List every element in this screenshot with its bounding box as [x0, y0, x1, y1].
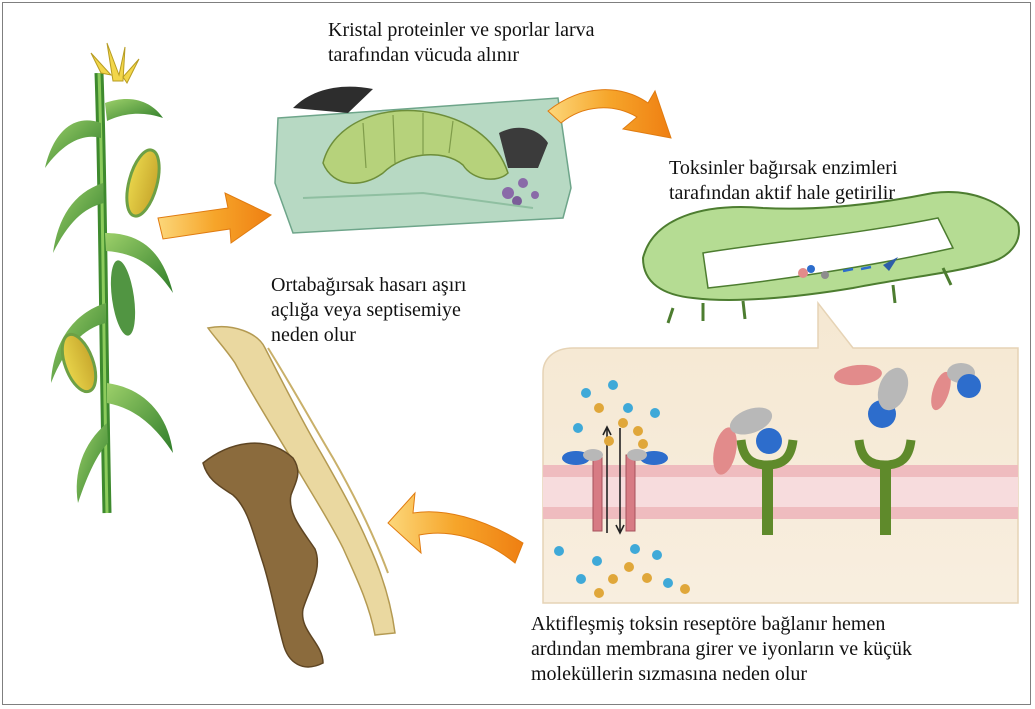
caption-midgut-damage: Ortabağırsak hasarı aşırı açlığa veya se… — [271, 273, 466, 348]
damaged-midgut-illustration — [203, 327, 395, 667]
caption-activation-line2: tarafından aktif hale getirilir — [669, 181, 898, 206]
caption-receptor-binding-line2: ardından membrana girer ve iyonların ve … — [531, 637, 912, 662]
larva-eating-illustration — [275, 87, 571, 233]
bt-toxin-diagram — [3, 3, 1032, 706]
caption-activation: Toksinler bağırsak enzimleri tarafından … — [669, 156, 898, 206]
caption-receptor-binding-line1: Aktifleşmiş toksin reseptöre bağlanır he… — [531, 612, 912, 637]
caption-ingestion-line2: tarafından vücuda alınır — [328, 43, 595, 68]
caption-activation-line1: Toksinler bağırsak enzimleri — [669, 156, 898, 181]
arrow-membrane-to-gut-damage — [388, 493, 523, 563]
arrow-corn-to-larva — [158, 193, 271, 243]
lipid-bilayer — [543, 465, 1018, 519]
corn-cob — [121, 147, 166, 220]
caption-receptor-binding-line3: moleküllerin sızmasına neden olur — [531, 662, 912, 687]
caption-ingestion-line1: Kristal proteinler ve sporlar larva — [328, 18, 595, 43]
caption-midgut-damage-line1: Ortabağırsak hasarı aşırı — [271, 273, 466, 298]
arrow-larva-to-gut — [548, 90, 671, 138]
caption-ingestion: Kristal proteinler ve sporlar larva tara… — [328, 18, 595, 68]
corn-plant-illustration — [45, 43, 173, 513]
larva-gut-cross-section — [643, 192, 1019, 323]
membrane-zoom-panel — [543, 303, 1018, 603]
caption-receptor-binding: Aktifleşmiş toksin reseptöre bağlanır he… — [531, 612, 912, 687]
corn-cob — [56, 330, 103, 396]
caption-midgut-damage-line2: açlığa veya septisemiye — [271, 298, 466, 323]
caption-midgut-damage-line3: neden olur — [271, 323, 466, 348]
